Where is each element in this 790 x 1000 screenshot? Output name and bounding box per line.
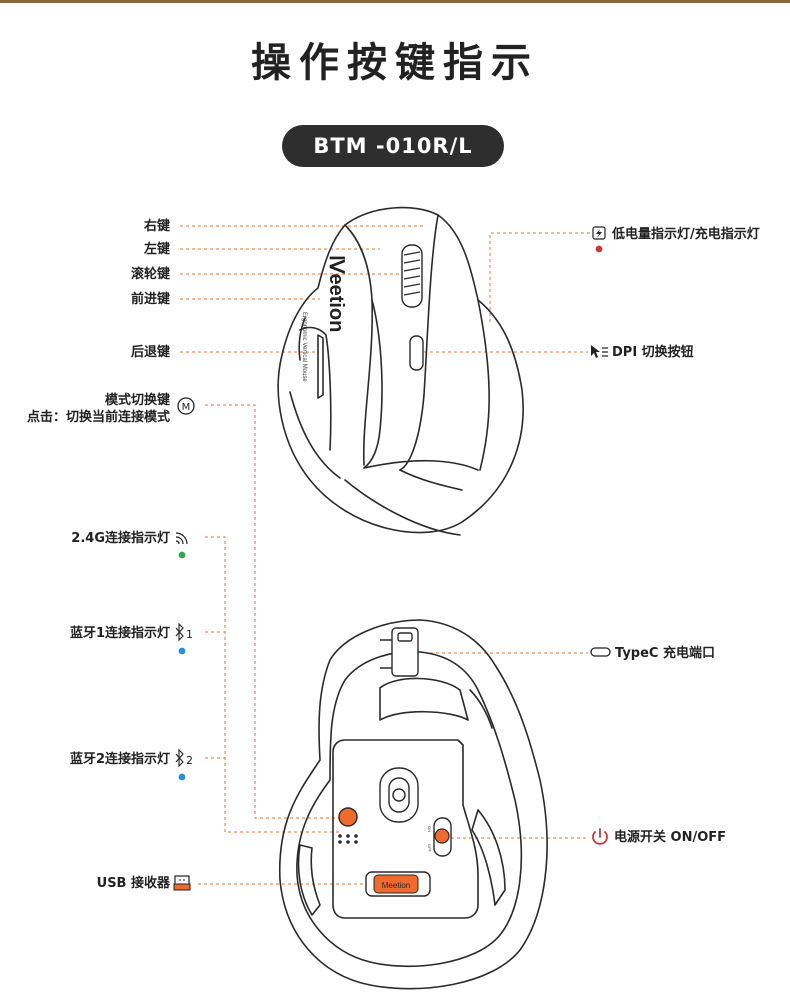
bluetooth2-number: 2: [186, 754, 193, 767]
typec-icon: [590, 647, 611, 657]
usb-receiver-art: Meetion: [365, 871, 431, 897]
dpi-button-art: [409, 335, 424, 371]
label-mode-switch: 模式切换键: [104, 393, 170, 408]
page-title: 操作按键指示: [251, 40, 539, 86]
scroll-wheel-art: [401, 244, 423, 308]
label-typec-port: TypeC 充电端口: [615, 646, 715, 661]
label-led-bt2: 蓝牙2连接指示灯: [69, 752, 170, 767]
mouse-bottom-view: [278, 619, 548, 990]
bluetooth1-number: 1: [186, 628, 193, 641]
label-battery-led: 低电量指示灯/充电指示灯: [612, 227, 760, 242]
svg-text:ON: ON: [427, 826, 432, 832]
mouse-top-view: [277, 206, 524, 536]
brand-text-top: Ⅳeetion: [325, 255, 347, 332]
power-icon: [592, 828, 608, 845]
label-scroll-wheel: 滚轮键: [130, 267, 170, 282]
led-dots-art: [338, 834, 358, 844]
mode-icon-letter: M: [182, 402, 191, 413]
top-rule: [0, 0, 790, 3]
battery-red-dot: [595, 245, 603, 253]
label-usb-receiver: USB 接收器: [96, 876, 170, 891]
label-mode-switch-desc: 点击：切换当前连接模式: [26, 410, 170, 425]
label-right-button: 右键: [143, 219, 170, 234]
leader-lines: [180, 225, 590, 885]
led-bt2-blue-dot: [178, 773, 186, 781]
mode-icon: M: [177, 397, 195, 415]
label-power-switch: 电源开关 ON/OFF: [614, 830, 727, 845]
power-switch-art: ON OFF: [427, 817, 452, 857]
label-left-button: 左键: [143, 242, 170, 257]
label-led-24g: 2.4G连接指示灯: [71, 531, 170, 546]
bluetooth2-icon: [175, 748, 184, 768]
brand-text-receiver: Meetion: [382, 881, 410, 890]
label-dpi-button: DPI 切换按钮: [612, 345, 694, 360]
typec-port-art: [380, 627, 419, 677]
svg-text:OFF: OFF: [427, 844, 432, 853]
dpi-cursor-icon: [591, 345, 608, 358]
led-24g-green-dot: [178, 551, 186, 559]
model-badge: BTM -010R/L: [282, 125, 504, 167]
battery-charge-icon: [592, 226, 606, 240]
bluetooth1-icon: [175, 622, 184, 642]
wireless-24g-icon: [175, 532, 188, 545]
label-led-bt1: 蓝牙1连接指示灯: [69, 626, 170, 641]
led-bt1-blue-dot: [178, 647, 186, 655]
usb-receiver-icon: [173, 875, 191, 891]
label-back-button: 后退键: [130, 345, 170, 360]
optical-sensor-art: [379, 767, 419, 823]
label-forward-button: 前进键: [130, 292, 170, 307]
mode-button-art: [338, 807, 358, 827]
mouse-side-text: Ergonomic Vertical Mouse: [301, 312, 307, 382]
